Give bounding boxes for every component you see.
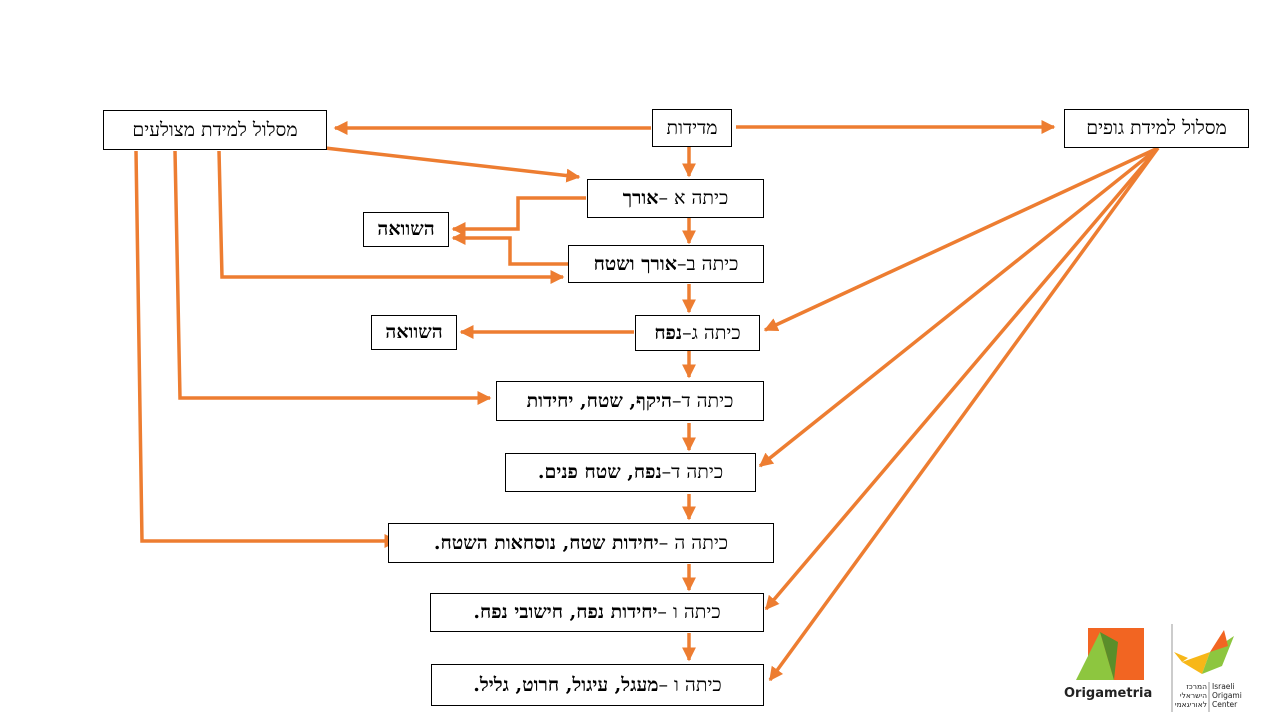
grade-f1-topic: יחידות נפח, חישובי נפח.	[473, 601, 658, 623]
arrow-left-track-to-grade-d1	[173, 150, 492, 405]
arrow-left-track-to-grade-b	[217, 150, 565, 284]
compare-label-1: השוואה	[377, 218, 435, 240]
compare-label-2: השוואה	[385, 321, 443, 343]
grade-b-box: כיתה ב– אורך ושטח	[568, 245, 764, 283]
root-box: מדידות	[652, 109, 732, 147]
grade-a-prefix: כיתה א –	[658, 187, 729, 209]
origametria-logo: Origametria המרכז הישראלי לאוריגאמי Isra…	[1062, 622, 1252, 714]
compare-box-2: השוואה	[371, 315, 457, 350]
grade-f1-box: כיתה ו – יחידות נפח, חישובי נפח.	[430, 593, 764, 632]
arrow-grade-b-to-compare	[451, 231, 568, 266]
arrow-right-track-to-grade-f1	[764, 146, 1160, 611]
grade-f2-topic: מעגל, עיגול, חרוט, גליל.	[473, 673, 659, 696]
grade-e-prefix: כיתה ה –	[658, 531, 729, 554]
grade-d1-box: כיתה ד– היקף, שטח, יחידות	[496, 381, 764, 421]
right-track-label: מסלול למידת גופים	[1086, 117, 1227, 139]
grade-f2-box: כיתה ו – מעגל, עיגול, חרוט, גליל.	[431, 664, 764, 706]
arrow-left-track-to-grade-a	[324, 146, 581, 183]
grade-e-box: כיתה ה – יחידות שטח, נוסחאות השטח.	[388, 523, 774, 563]
grade-a-topic: אורך	[622, 187, 659, 209]
grade-c-box: כיתה ג– נפח	[635, 315, 760, 351]
grade-b-topic: אורך ושטח	[593, 252, 677, 275]
grade-d1-topic: היקף, שטח, יחידות	[526, 389, 672, 412]
grade-c-topic: נפח	[654, 321, 683, 344]
compare-box-1: השוואה	[363, 212, 449, 247]
right-track-box: מסלול למידת גופים	[1064, 109, 1249, 148]
origametria-logo-mark	[1076, 624, 1234, 712]
grade-d2-topic: נפח, שטח פנים.	[537, 461, 662, 483]
grade-d2-box: כיתה ד– נפח, שטח פנים.	[505, 453, 756, 492]
grade-d2-prefix: כיתה ד–	[661, 461, 724, 483]
root-label: מדידות	[666, 116, 718, 139]
arrow-right-track-to-grade-d2	[758, 146, 1160, 468]
grade-f2-prefix: כיתה ו –	[658, 673, 722, 696]
grade-e-topic: יחידות שטח, נוסחאות השטח.	[433, 531, 659, 554]
grade-d1-prefix: כיתה ד–	[671, 389, 734, 412]
grade-a-box: כיתה א – אורך	[587, 179, 764, 218]
arrow-right-track-to-grade-f2	[768, 146, 1160, 682]
left-track-box: מסלול למידת מצולעים	[103, 110, 327, 150]
grade-b-prefix: כיתה ב–	[676, 252, 739, 275]
origametria-brand: Origametria	[1064, 686, 1153, 701]
arrow-right-track-to-grade-c	[763, 146, 1159, 332]
arrow-left-track-to-grade-e	[134, 150, 399, 548]
arrow-grade-a-to-compare	[451, 196, 586, 236]
grade-f1-prefix: כיתה ו –	[657, 601, 721, 623]
left-track-label: מסלול למידת מצולעים	[132, 118, 298, 141]
center-name-hebrew: המרכז הישראלי לאוריגאמי	[1174, 682, 1207, 709]
grade-c-prefix: כיתה ג–	[682, 321, 741, 344]
center-name-english: Israeli Origami Center	[1212, 682, 1242, 709]
